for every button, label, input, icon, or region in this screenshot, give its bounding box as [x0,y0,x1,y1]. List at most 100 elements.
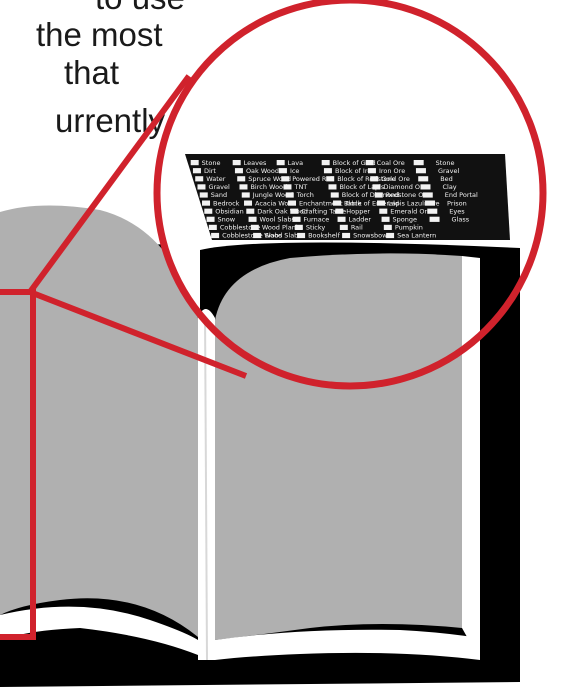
inventory-swatch [204,209,212,214]
inventory-item-label: Sea Lantern [397,232,436,240]
inventory-item-label: Gold Ore [381,175,410,183]
inventory-swatch [286,192,294,197]
inventory-swatch [211,233,219,238]
inventory-item-label: Bed [440,175,453,183]
inventory-swatch [338,217,346,222]
inventory-swatch [235,168,243,173]
inventory-item-label: Dark Oak Wood [257,207,308,215]
inventory-item-label: Ladder [349,216,372,224]
inventory-swatch [195,176,203,181]
inventory-item-label: Ice [290,167,300,175]
inventory-swatch [377,201,385,206]
inventory-swatch [322,160,330,165]
inventory-swatch [414,160,424,165]
inventory-swatch [207,217,215,222]
inventory-swatch [193,168,201,173]
inventory-swatch [430,217,440,222]
inventory-item-label: Birch Wood [250,183,287,191]
inventory-swatch [328,184,336,189]
inventory-swatch [242,192,250,197]
book-left-page [0,205,198,637]
inventory-swatch [251,225,259,230]
inventory-item-label: Diamond Ore [383,183,426,191]
inventory-swatch [197,184,205,189]
inventory-swatch [279,168,287,173]
inventory-item-label: TNT [293,183,307,191]
inventory-item-label: Dirt [204,167,216,175]
inventory-swatch [326,176,334,181]
inventory-swatch [288,201,296,206]
inventory-swatch [253,233,261,238]
inventory-swatch [233,160,241,165]
inventory-item-label: Prison [447,199,467,207]
inventory-swatch [368,168,376,173]
inventory-item-label: Sand [211,191,227,199]
inventory-swatch [382,217,390,222]
inventory-swatch [425,201,435,206]
inventory-item-label: Iron Ore [379,167,405,175]
inventory-swatch [375,192,383,197]
inventory-item-label: Clay [442,183,456,191]
inventory-swatch [420,184,430,189]
inventory-swatch [331,192,339,197]
inventory-item-label: Sponge [393,216,417,224]
inventory-swatch [324,168,332,173]
inventory-swatch [384,225,392,230]
inventory-swatch [281,176,289,181]
inventory-swatch [277,160,285,165]
inventory-item-label: End Portal [445,191,478,199]
inventory-swatch [283,184,291,189]
inventory-item-label: Wool Slabs [260,216,296,224]
inventory-swatch [244,201,252,206]
inventory-item-label: Obsidian [215,207,243,215]
inventory-swatch [423,192,433,197]
inventory-swatch [366,160,374,165]
inventory-item-label: Pumpkin [395,224,423,232]
inventory-swatch [202,201,210,206]
inventory-item-label: Hopper [346,207,370,215]
inventory-item-label: Glass [452,216,470,224]
inventory-swatch [239,184,247,189]
inventory-item-label: Lava [288,159,303,167]
inventory-item-label: Water [206,175,226,183]
inventory-swatch [295,225,303,230]
inventory-swatch [340,225,348,230]
inventory-item-label: Stone [436,159,455,167]
inventory-item-label: Furnace [304,216,330,224]
inventory-swatch [418,176,428,181]
inventory-item-label: Torch [296,191,314,199]
inventory-item-label: Snow [218,216,236,224]
inventory-swatch [200,192,208,197]
inventory-item-label: Bedrock [213,199,240,207]
inventory-item-label: Eyes [449,207,465,215]
inventory-item-label: Stone [202,159,221,167]
inventory-swatch [246,209,254,214]
inventory-item-label: Gravel [438,167,460,175]
inventory-swatch [297,233,305,238]
inventory-item-label: Gravel [208,183,230,191]
inventory-item-label: Snowsbow [353,232,388,240]
inventory-swatch [427,209,437,214]
inventory-swatch [342,233,350,238]
inventory-item-label: Rail [351,224,363,232]
inventory-swatch [191,160,199,165]
inventory-swatch [237,176,245,181]
inventory-item-label: Coal Ore [377,159,405,167]
inventory-swatch [386,233,394,238]
inventory-swatch [416,168,426,173]
inventory-swatch [293,217,301,222]
inventory-swatch [335,209,343,214]
inventory-swatch [290,209,298,214]
inventory-item-label: Sticky [306,224,326,232]
inventory-item-label: Oak Wood [246,167,279,175]
inventory-swatch [370,176,378,181]
inventory-item-label: Wood Slabs [264,232,302,240]
inventory-swatch [379,209,387,214]
inventory-item-label: Bookshelf [308,232,340,240]
inventory-swatch [333,201,341,206]
inventory-item-label: Emerald Ore [390,207,431,215]
inventory-swatch [372,184,380,189]
inventory-swatch [209,225,217,230]
